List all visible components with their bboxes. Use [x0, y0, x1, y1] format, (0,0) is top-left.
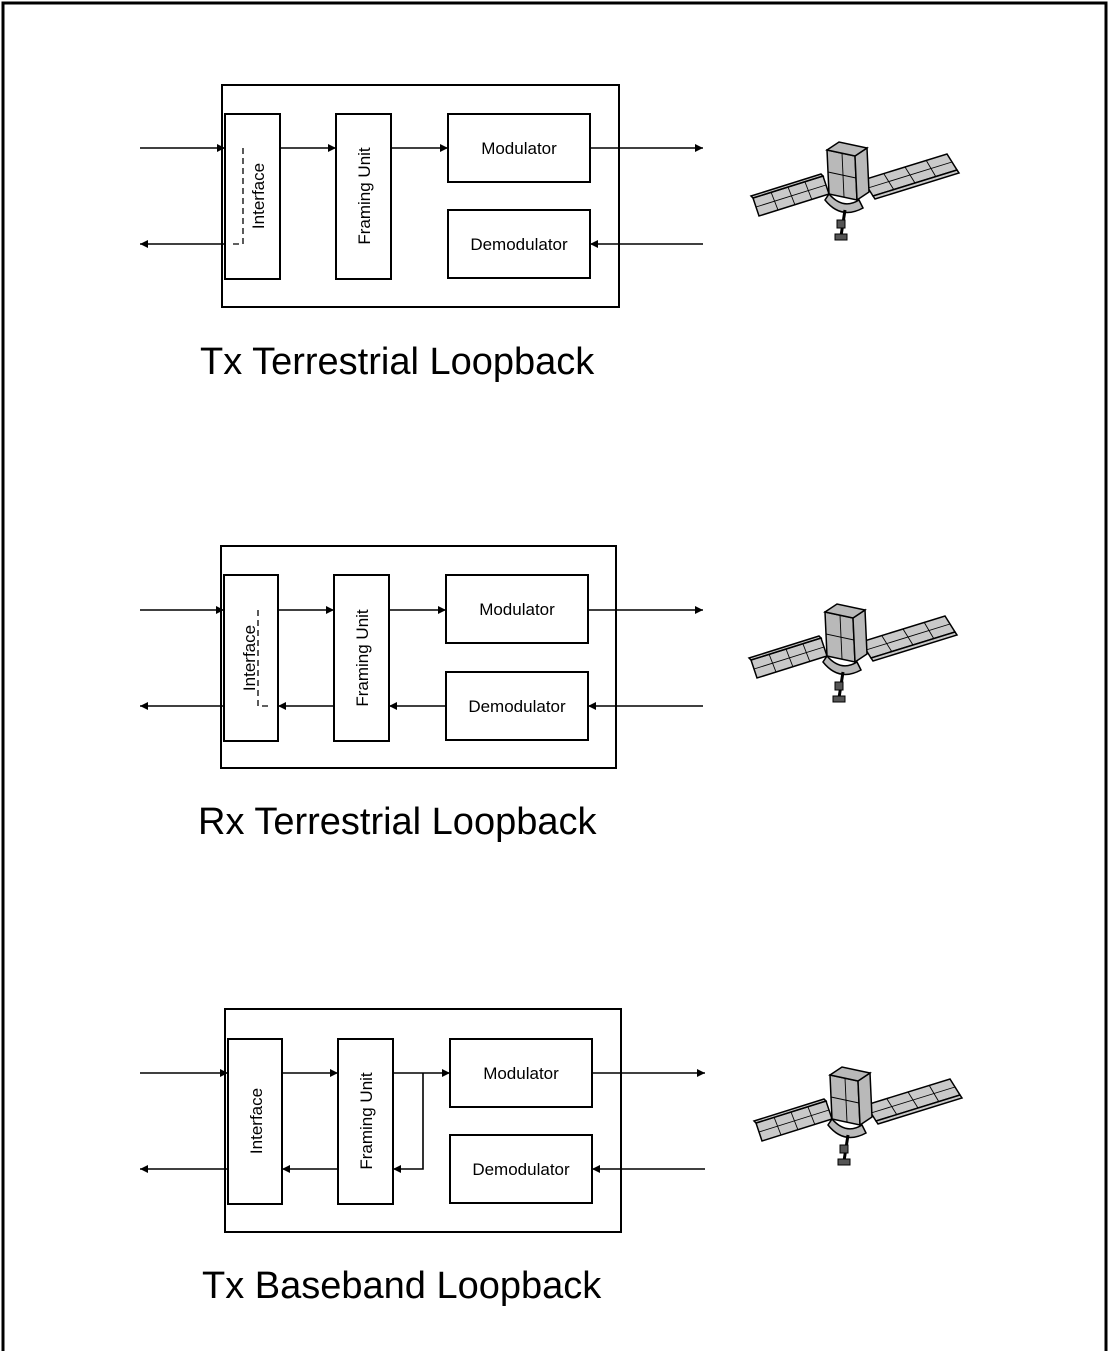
modem-enclosure [221, 84, 620, 308]
framing-unit-block [335, 113, 392, 280]
diagram-rx-terrestrial-loopback: Interface Framing Unit Modulator Demodul… [140, 545, 959, 843]
modem-enclosure [220, 545, 617, 769]
framing-unit-block [333, 574, 390, 742]
interface-block [223, 574, 279, 742]
modulator-block [449, 1038, 593, 1108]
interface-block [224, 113, 281, 280]
demodulator-label: Demodulator [468, 697, 566, 716]
interface-block [227, 1038, 283, 1205]
demodulator-block [445, 671, 589, 741]
diagram-title: Rx Terrestrial Loopback [198, 801, 597, 843]
loopback-path [257, 610, 272, 707]
diagram-title: Tx Baseband Loopback [202, 1265, 602, 1307]
interface-label: Interface [240, 625, 259, 691]
satellite-icon [749, 140, 961, 242]
interface-label: Interface [249, 163, 268, 229]
demodulator-block [447, 209, 591, 279]
diagram-title: Tx Terrestrial Loopback [200, 341, 595, 383]
modulator-label: Modulator [483, 1064, 559, 1083]
satellite-icon [752, 1065, 964, 1167]
framing-unit-label: Framing Unit [355, 147, 374, 245]
modulator-block [445, 574, 589, 644]
modem-enclosure [224, 1008, 622, 1233]
interface-label: Interface [247, 1088, 266, 1154]
framing-unit-block [337, 1038, 394, 1205]
diagram-tx-terrestrial-loopback: Interface Framing Unit Modulator Demodul… [140, 84, 961, 383]
diagram-tx-baseband-loopback: Interface Framing Unit Modulator Demodul… [140, 1008, 964, 1307]
demodulator-label: Demodulator [470, 235, 568, 254]
framing-unit-label: Framing Unit [357, 1072, 376, 1170]
framing-unit-label: Framing Unit [353, 609, 372, 707]
modulator-block [447, 113, 591, 183]
satellite-icon [747, 602, 959, 704]
modulator-label: Modulator [479, 600, 555, 619]
demodulator-block [449, 1134, 593, 1204]
loopback-path [230, 148, 244, 245]
modulator-label: Modulator [481, 139, 557, 158]
demodulator-label: Demodulator [472, 1160, 570, 1179]
baseband-loopback-path [393, 1073, 424, 1173]
